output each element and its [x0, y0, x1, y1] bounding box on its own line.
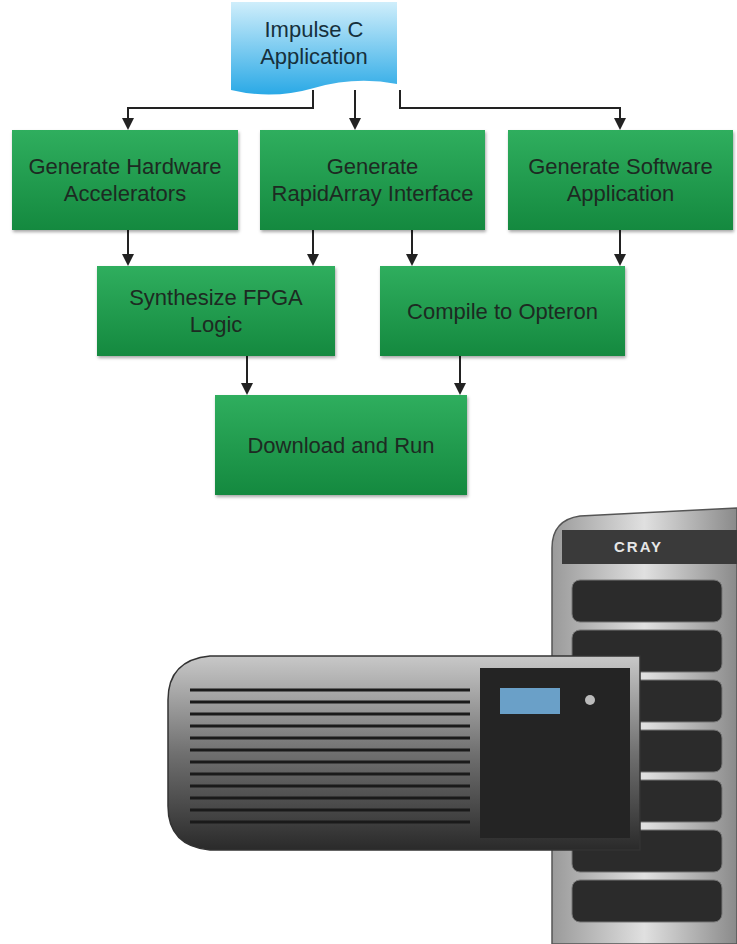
node-text: Synthesize FPGA Logic [107, 284, 325, 338]
flow-arrow [307, 230, 319, 266]
node-text: Generate Hardware Accelerators [22, 153, 228, 207]
flow-arrow [122, 90, 313, 130]
brand-label: CRAY [614, 538, 663, 555]
flow-arrow [122, 230, 134, 266]
node-text: Generate Software Application [518, 153, 723, 207]
flow-arrow [400, 90, 626, 130]
flow-arrow [241, 356, 253, 395]
process-box: Generate Software Application [508, 130, 733, 230]
process-box: Compile to Opteron [380, 266, 625, 356]
flow-arrow [406, 230, 418, 266]
flow-arrow [454, 356, 466, 395]
node-text: Generate RapidArray Interface [270, 153, 475, 207]
process-box: Download and Run [215, 395, 467, 495]
node-text: Impulse C Application [241, 16, 387, 70]
process-box: Generate Hardware Accelerators [12, 130, 238, 230]
node-text: Compile to Opteron [407, 298, 598, 325]
process-box: Generate RapidArray Interface [260, 130, 485, 230]
node-text: Download and Run [247, 432, 434, 459]
document-shape: Impulse C Application [231, 2, 397, 102]
flow-arrow [614, 230, 626, 266]
flow-arrow [349, 90, 361, 130]
process-box: Synthesize FPGA Logic [97, 266, 335, 356]
